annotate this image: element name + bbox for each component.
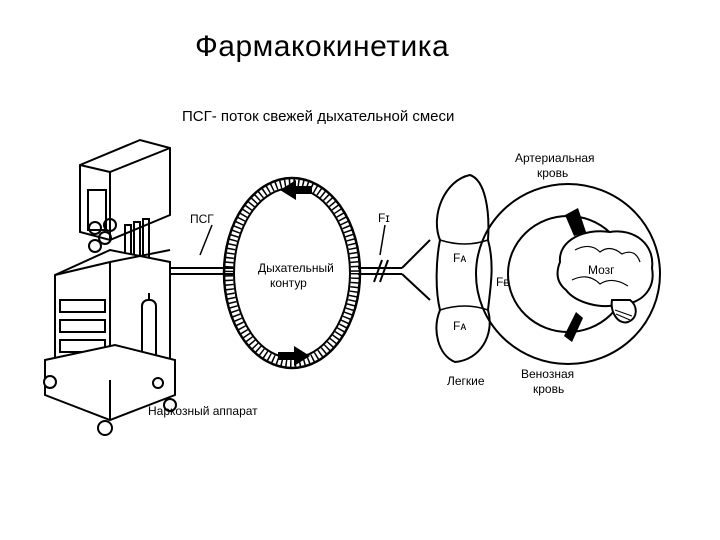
circuit-label-line2: контур [270, 276, 307, 290]
circulation-arrows [564, 208, 586, 342]
lungs-label: Легкие [447, 374, 485, 388]
machine-label: Наркозный аппарат [148, 404, 258, 418]
brain-illustration [556, 230, 654, 324]
connector-to-lungs [358, 224, 431, 301]
lungs-illustration [435, 173, 493, 364]
venous-label-line2: кровь [533, 382, 564, 396]
circuit-top-arrow-icon [280, 180, 312, 200]
fa-top-label: Fᴀ [453, 251, 466, 265]
slide-title: Фармакокинетика [195, 30, 450, 63]
arterial-label-line1: Артериальная [515, 151, 595, 165]
fa-bottom-label: Fᴀ [453, 319, 466, 333]
venous-arrow-icon [564, 312, 583, 342]
arterial-arrow-icon [565, 208, 586, 236]
psg-label: ПСГ [190, 212, 214, 226]
circuit-label-line1: Дыхательный [258, 261, 334, 275]
arterial-label-line2: кровь [537, 166, 568, 180]
slide-subtitle: ПСГ- поток свежей дыхательной смеси [182, 108, 455, 125]
circuit-bottom-arrow-icon [278, 346, 310, 366]
venous-label-line1: Венозная [521, 367, 574, 381]
fi-label: Fɪ [378, 211, 390, 225]
brain-label: Мозг [588, 263, 615, 277]
fb-label: Fᴃ [496, 275, 510, 289]
circuit-arrows [278, 180, 312, 366]
anesthesia-machine-illustration [43, 138, 177, 436]
